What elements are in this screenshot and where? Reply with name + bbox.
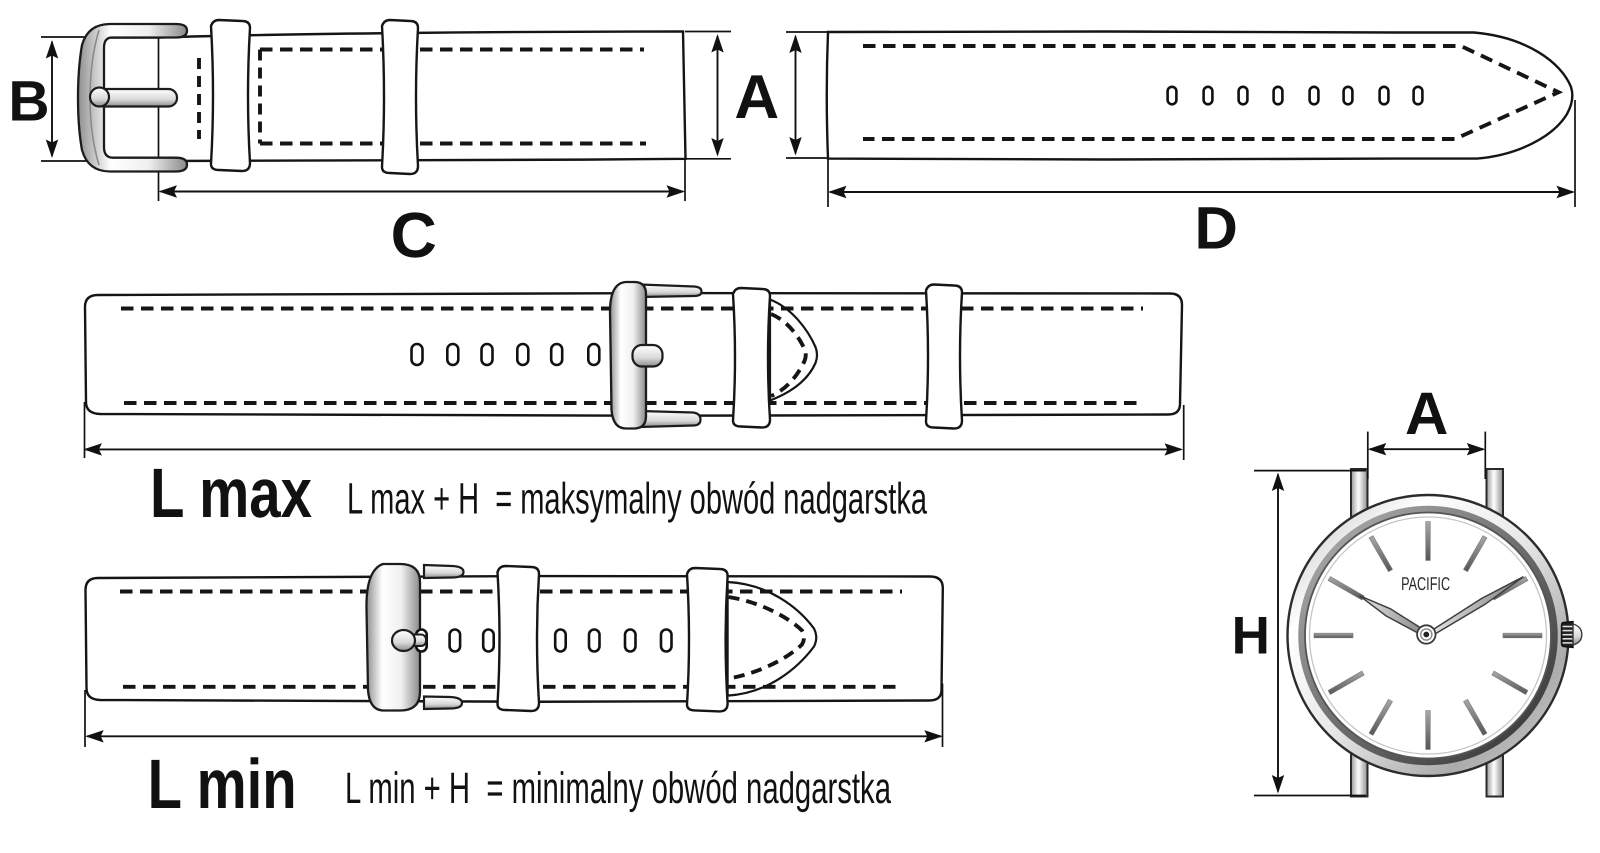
svg-text:A: A [734,63,779,132]
svg-text:H: H [1232,606,1270,665]
svg-text:PACIFIC: PACIFIC [1401,573,1450,594]
svg-text:L min: L min [148,745,297,823]
svg-text:D: D [1195,195,1238,262]
svg-text:L min + H = minimalny obwód n: L min + H = minimalny obwód nadgarstka [345,764,891,813]
svg-text:A: A [1405,380,1448,447]
svg-text:L max: L max [150,454,312,532]
svg-text:L max + H = maksymalny obwód: L max + H = maksymalny obwód nadgarstka [347,475,927,524]
svg-text:C: C [391,199,437,271]
svg-text:B: B [8,69,49,133]
